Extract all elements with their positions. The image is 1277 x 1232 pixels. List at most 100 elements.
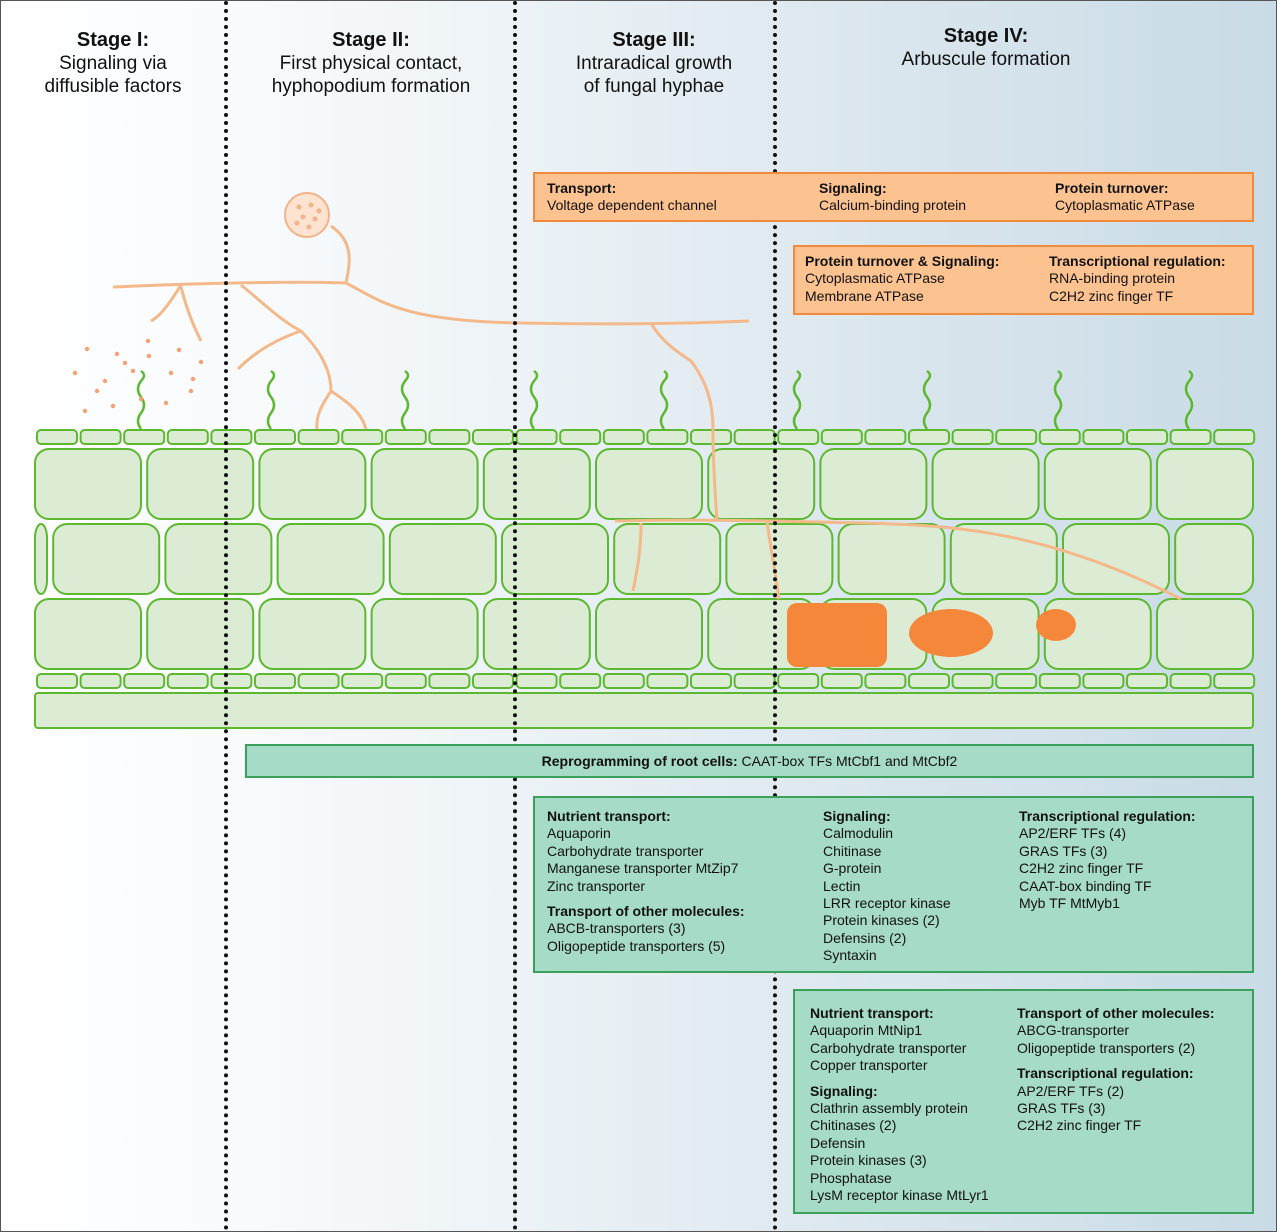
endodermis-cell xyxy=(472,673,514,689)
endodermis-cell xyxy=(166,673,209,689)
group-item: Calmodulin xyxy=(823,825,894,842)
hypha xyxy=(179,286,203,342)
heading: Protein turnover & Signaling: xyxy=(805,253,1000,269)
group-item: Aquaporin MtNip1 xyxy=(810,1022,923,1039)
epidermis-cell xyxy=(1038,429,1081,445)
heading: Transport: xyxy=(547,180,617,196)
heading: Protein turnover: xyxy=(1055,180,1169,196)
factor-dot xyxy=(130,368,136,374)
hypha xyxy=(649,322,719,522)
endodermis-cell xyxy=(908,673,950,689)
root-hair xyxy=(529,369,539,430)
cortex-cell xyxy=(595,598,703,670)
endodermis-cell xyxy=(820,673,863,689)
group-item: Defensins (2) xyxy=(823,929,907,946)
epidermis-cell xyxy=(820,429,863,445)
group-heading: Signaling: xyxy=(823,808,891,824)
stage-4-desc-line-1: Arbuscule formation xyxy=(901,49,1071,70)
epidermis-cell xyxy=(297,429,340,445)
hypha xyxy=(236,329,302,371)
green-box-1-col-3: Transcriptional regulation:AP2/ERF TFs (… xyxy=(1019,808,1196,912)
cortex-cell xyxy=(613,523,722,595)
epidermis-cell xyxy=(79,429,122,445)
epidermis-cell xyxy=(733,429,776,445)
factor-dot xyxy=(84,346,90,352)
epidermis-cell xyxy=(123,429,166,445)
epidermis-cell xyxy=(1169,429,1212,445)
item: Cytoplasmatic ATPase xyxy=(1055,197,1195,214)
factor-dot xyxy=(145,338,151,344)
root-hair xyxy=(1184,369,1194,430)
group-heading: Transport of other molecules: xyxy=(547,903,745,920)
endodermis-cell xyxy=(864,673,907,689)
stage-divider-1 xyxy=(224,1,228,1231)
stage-divider-2 xyxy=(513,1,517,1231)
item: RNA-binding protein xyxy=(1049,270,1176,287)
hypha xyxy=(112,280,750,326)
stage-2-desc-line-2: hyphopodium formation xyxy=(271,76,471,97)
green-box-2-col-2: Transport of other molecules:ABCG-transp… xyxy=(1017,1005,1215,1135)
group-item: AP2/ERF TFs (4) xyxy=(1019,825,1127,842)
cortex-cell xyxy=(482,598,591,670)
group-item: Myb TF MtMyb1 xyxy=(1019,895,1120,912)
endodermis-cell xyxy=(995,673,1038,689)
root-hair xyxy=(659,369,669,430)
factor-dot xyxy=(176,347,182,353)
group-item: G-protein xyxy=(823,860,882,877)
group-item: Manganese transporter MtZip7 xyxy=(547,860,739,877)
hypha xyxy=(614,518,1182,601)
cortex-cell xyxy=(1156,598,1254,670)
group-item: Chitinase xyxy=(823,842,882,859)
group-item: Phosphatase xyxy=(810,1169,892,1186)
epidermis-cell xyxy=(166,429,209,445)
cortex-cell xyxy=(34,448,142,520)
cortex-cell xyxy=(164,523,273,595)
endodermis-cell xyxy=(428,673,471,689)
cortex-cell xyxy=(707,448,816,520)
spore-dot xyxy=(316,208,322,214)
stage-1-title: Stage I: xyxy=(76,29,150,51)
epidermis-cell xyxy=(908,429,950,445)
group-heading: Transcriptional regulation: xyxy=(1019,808,1196,824)
cortex-cell xyxy=(819,448,928,520)
epidermis-cell xyxy=(254,429,296,445)
endodermis-cell xyxy=(602,673,645,689)
cortex-cell xyxy=(482,448,591,520)
factor-dot xyxy=(94,388,100,394)
spore-dot xyxy=(308,202,314,208)
endodermis-cell xyxy=(951,673,994,689)
endodermis-cell xyxy=(1082,673,1125,689)
endodermis-cell xyxy=(515,673,558,689)
endodermis-cell xyxy=(1169,673,1212,689)
group-item: Copper transporter xyxy=(810,1057,928,1074)
cortex-cell xyxy=(258,448,367,520)
endodermis-cell xyxy=(777,673,820,689)
orange-box-1-col-transport: Transport: Voltage dependent channel xyxy=(547,180,717,215)
stage-2-heading: Stage II: First physical contact, hyphop… xyxy=(241,29,501,98)
stage-4-heading: Stage IV: Arbuscule formation xyxy=(841,25,1131,71)
reprogramming-text: CAAT-box TFs MtCbf1 and MtCbf2 xyxy=(737,753,958,769)
epidermis-cell xyxy=(559,429,602,445)
root-hair xyxy=(400,369,410,430)
spore-body xyxy=(284,192,330,238)
epidermis-cell xyxy=(1126,429,1168,445)
hypha xyxy=(150,284,183,323)
root-hairs xyxy=(136,369,1194,430)
epidermis-cell xyxy=(1213,429,1256,445)
factor-dot xyxy=(163,400,169,406)
cortex-cell xyxy=(34,598,142,670)
cortex-cell xyxy=(258,598,367,670)
hypha xyxy=(330,389,368,430)
stage-1-heading: Stage I: Signaling via diffusible factor… xyxy=(15,29,211,98)
orange-box-1-col-signaling: Signaling: Calcium-binding protein xyxy=(819,180,966,215)
arbuscule-early xyxy=(1036,609,1076,641)
epidermis-cell xyxy=(472,429,514,445)
fungal-spore xyxy=(284,192,330,238)
stage-3-heading: Stage III: Intraradical growth of fungal… xyxy=(529,29,779,98)
orange-box-stage-3: Transport: Voltage dependent channel Sig… xyxy=(533,172,1254,222)
group-item: AP2/ERF TFs (2) xyxy=(1017,1082,1125,1099)
group-item: CAAT-box binding TF xyxy=(1019,877,1152,894)
cortex-cell xyxy=(595,448,703,520)
hypha xyxy=(330,224,351,284)
